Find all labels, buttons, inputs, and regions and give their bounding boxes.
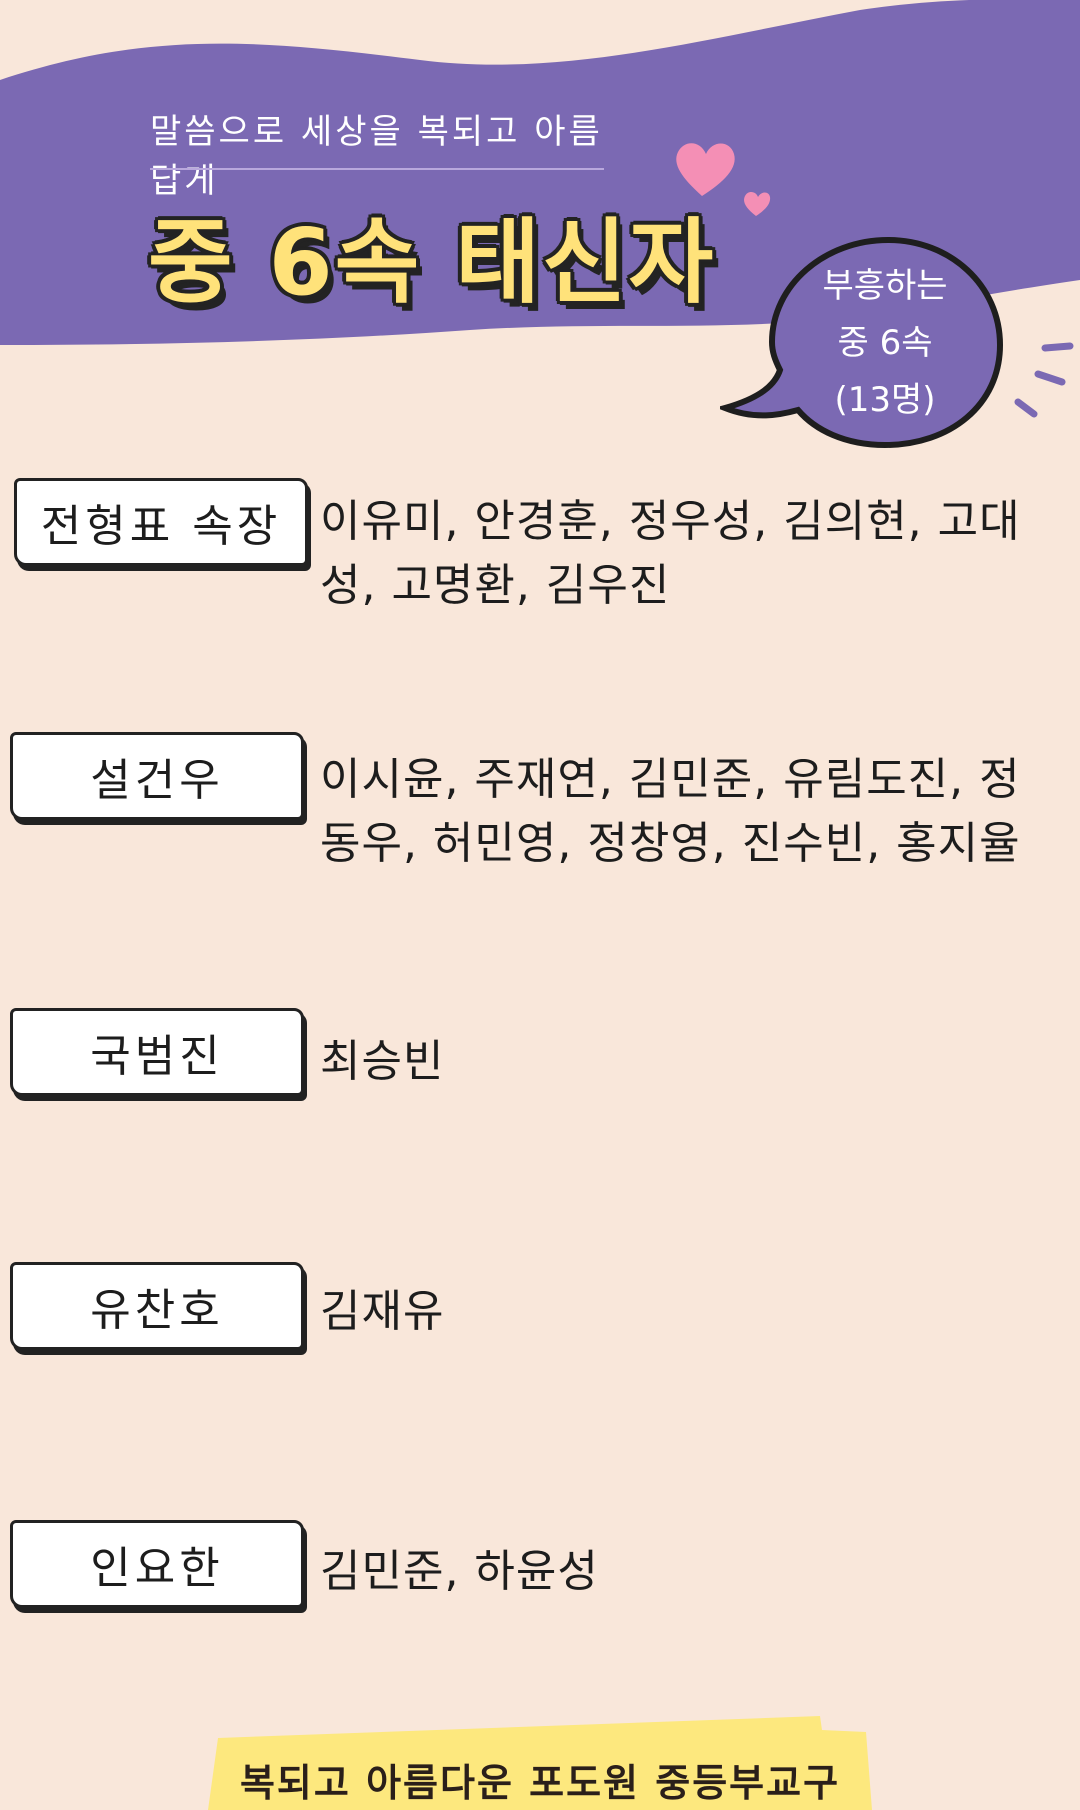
group-members-5: 김민준, 하윤성 (320, 1546, 599, 1597)
heart-icon (676, 143, 771, 216)
bubble-line-2: 중 6속 (837, 323, 933, 363)
footer-band (208, 1716, 872, 1810)
group-leader-label-1: 전형표 속장 (14, 478, 308, 566)
group-members-2: 이시윤, 주재연, 김민준, 유림도진, 정동우, 허민영, 정창영, 진수빈,… (320, 754, 1021, 869)
group-leader-label-3: 국범진 (10, 1008, 304, 1096)
group-members-4: 김재유 (320, 1286, 445, 1337)
header-wave-background (0, 0, 1080, 345)
group-leader-label-5: 인요한 (10, 1520, 304, 1608)
group-members-3: 최승빈 (320, 1036, 445, 1087)
group-members-1: 이유미, 안경훈, 정우성, 김의현, 고대성, 고명환, 김우진 (320, 496, 1021, 611)
bubble-line-1: 부흥하는 (822, 266, 948, 306)
speech-bubble-icon (720, 236, 1004, 449)
header-subtitle: 말씀으로 세상을 복되고 아름답게 (150, 112, 603, 201)
bubble-line-3: (13명) (834, 380, 936, 420)
sparkle-lines-icon (1014, 342, 1074, 418)
group-leader-label-2: 설건우 (10, 732, 304, 820)
page-title: 중 6속 태신자 (148, 209, 716, 316)
footer-text: 복되고 아름다운 포도원 중등부교구 (239, 1761, 841, 1805)
bubble-text: 부흥하는 중 6속 (13명) (785, 258, 985, 429)
subtitle-divider (150, 168, 604, 170)
group-leader-label-4: 유찬호 (10, 1262, 304, 1350)
